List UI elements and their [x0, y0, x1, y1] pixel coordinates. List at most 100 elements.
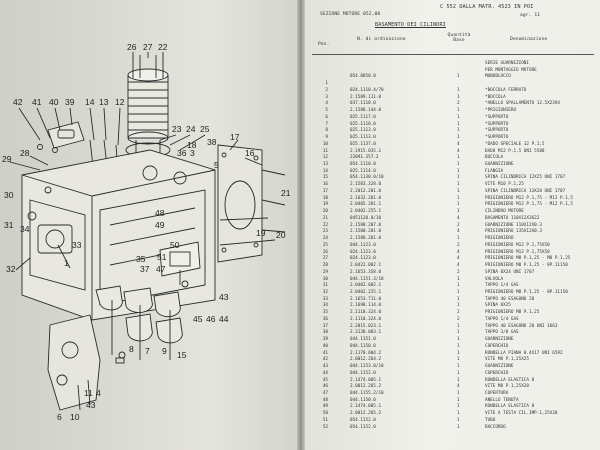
part-description: *BOCCOLA FERRATO [485, 87, 527, 93]
part-order-number: 2.1580.201.0 [350, 229, 382, 235]
part-position: 35 [322, 310, 328, 316]
part-position: 26 [322, 249, 328, 255]
part-order-number: 025.1114.0 [350, 168, 376, 174]
part-quantity: 1 [457, 74, 460, 80]
part-description: SPINA 8X24 UNI 1707 [485, 269, 535, 275]
part-order-number: 054.1130.0/10 [350, 175, 384, 181]
part-position: 44 [322, 370, 328, 376]
group-title: BASAMENTO DEI CILINDRI [375, 22, 446, 28]
part-order-number: 044.1155.2/10 [350, 390, 384, 396]
part-description: *SUPPORTO [485, 135, 509, 141]
callout-label: 46 [206, 314, 216, 324]
callout-label: 17 [230, 132, 240, 142]
part-position: 8 [325, 128, 328, 134]
part-description: PER MONTAGGIO MOTORE [485, 67, 537, 73]
part-quantity: 1 [457, 182, 460, 188]
diagram-linework [9, 52, 286, 411]
part-quantity: 1 [457, 202, 460, 208]
part-order-number: 2.1653.358.0 [350, 269, 382, 275]
part-description: TAPPO 1/4 GAS [485, 316, 519, 322]
part-quantity: 1 [457, 337, 460, 343]
part-quantity: 1 [457, 121, 460, 127]
callout-label: 23 [172, 124, 182, 134]
callout-label: 10 [70, 412, 80, 422]
part-description: RONDELLA ELASTICA 8 [485, 377, 535, 383]
part-order-number: 2.1632.201.0 [350, 195, 382, 201]
column-header-code: N. di ordinazione [357, 37, 406, 42]
part-order-number: 2.0012.265.2 [350, 411, 382, 417]
part-quantity: 1 [457, 330, 460, 336]
part-quantity: 2 [457, 101, 460, 107]
part-quantity: 1 [457, 323, 460, 329]
part-order-number: 2.1583.328.0 [350, 182, 382, 188]
callout-label: 1 [64, 258, 69, 268]
part-position: 24 [322, 236, 328, 242]
part-description: VITE A TESTA CIL.IMP.1,25X20 [485, 411, 558, 417]
part-quantity: 4 [457, 229, 460, 235]
part-quantity: 4 [457, 256, 460, 262]
part-quantity: 1 [457, 188, 460, 194]
part-order-number: 044.1150.0 [350, 397, 376, 403]
part-order-number: 044.1153.0/10 [350, 364, 384, 370]
part-order-number: 024.1123.0 [350, 249, 376, 255]
part-description: PRIGIONIERO M8 P.1,25 - 8P.11150 [485, 289, 568, 295]
part-position: 48 [322, 397, 328, 403]
part-position: 20 [322, 209, 328, 215]
callout-label: 41 [32, 97, 42, 107]
callout-label: 51 [157, 252, 167, 262]
part-description: SERIE GUARNIZIONI [485, 61, 529, 66]
part-description: TAPPO 3/8 GAS [485, 330, 519, 336]
callout-label: 39 [65, 97, 75, 107]
callout-label: 24 [186, 124, 196, 134]
part-position: 2 [325, 87, 328, 93]
part-order-number: 2.1588.144.0 [350, 108, 382, 114]
book-spine [297, 0, 305, 450]
part-position: 41 [322, 350, 328, 356]
part-order-number: 2.1110.324.0 [350, 310, 382, 316]
part-quantity: 4 [457, 249, 460, 255]
part-order-number: 2.0402.225.1 [350, 289, 382, 295]
part-position: 14 [322, 168, 328, 174]
callout-label: 34 [20, 224, 30, 234]
part-quantity: 4 [457, 148, 460, 154]
part-description: RACCORDO [485, 424, 506, 430]
part-position: 12 [322, 155, 328, 161]
column-header-qty: Quantità Base [447, 33, 471, 43]
part-quantity: 1 [457, 404, 460, 410]
callout-label: 4 [96, 388, 101, 398]
part-description: *SUPPORTO [485, 114, 509, 120]
callout-label: 49 [155, 220, 165, 230]
part-description: VITE M8 P.1,25X20 [485, 384, 529, 390]
part-position: 21 [322, 215, 328, 221]
part-order-number: 024.1123.0 [350, 256, 376, 262]
part-position: 46 [322, 384, 328, 390]
part-quantity: 1 [457, 370, 460, 376]
part-description: PRIGIONIERO M12 P.1,75 - M12 P.1,5 [485, 202, 573, 208]
part-quantity: 4 [457, 384, 460, 390]
part-quantity: 2 [457, 316, 460, 322]
part-quantity: 1 [457, 128, 460, 134]
part-quantity: 1 [457, 87, 460, 93]
callout-label: 29 [2, 154, 12, 164]
part-quantity: 1 [457, 155, 460, 161]
callout-label: 43 [86, 400, 96, 410]
callout-label: 25 [200, 124, 210, 134]
part-order-number: 2.0405.201.1 [350, 202, 382, 208]
callout-label: 38 [207, 137, 217, 147]
part-description: *ANELLO SPALLAMENTO 12.5X2394 [485, 101, 561, 107]
part-order-number: 2.1170.004.2 [350, 350, 382, 356]
part-position: 49 [322, 404, 328, 410]
part-order-number: 2.2015.023.1 [350, 323, 382, 329]
